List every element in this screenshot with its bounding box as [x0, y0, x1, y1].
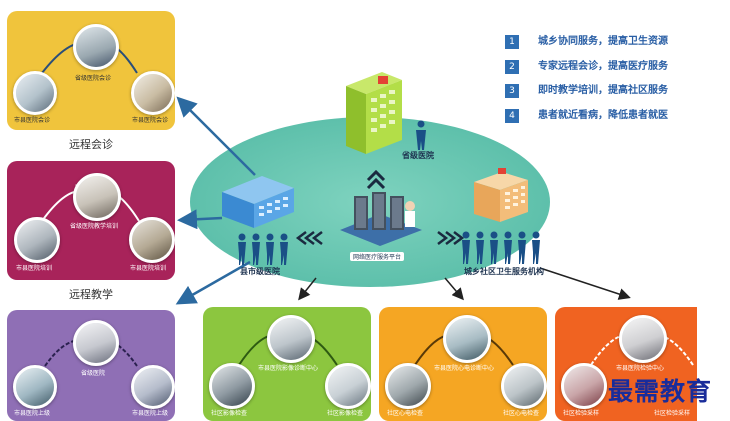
- consult-left-label: 市县医院会诊: [13, 117, 50, 124]
- legend-text: 患者就近看病，降低患者就医: [538, 110, 668, 121]
- lab-top-photo: [619, 315, 667, 363]
- arrow-to-lab: [539, 267, 631, 300]
- remote-consultation-panel: 省级医院会诊 市县医院会诊 市县医院会诊: [7, 11, 175, 130]
- community-staff-group-icon: [462, 231, 540, 264]
- community-label: 城乡社区卫生服务机构: [464, 267, 544, 276]
- remote-ward-panel: 省级医院 市县医院上级 市县医院上级: [7, 310, 175, 421]
- ward-left-photo: [13, 365, 57, 409]
- imaging-right-label: 社区影像检查: [326, 410, 363, 417]
- legend-item-3: 3 即时教学培训，提高社区服务: [505, 84, 705, 100]
- consult-right-photo: [131, 71, 175, 115]
- legend-number: 1: [505, 35, 519, 49]
- remote-teaching-panel: 省级医院教学培训 市县医院培训 市县医院培训: [7, 161, 175, 280]
- consult-caption: 远程会诊: [69, 138, 113, 151]
- community-building-icon: [474, 168, 528, 222]
- ecg-top-photo: [443, 315, 491, 363]
- imaging-top-label: 市县医院影像诊断中心: [257, 365, 318, 372]
- consult-top-photo: [73, 24, 119, 70]
- teach-top-photo: [73, 173, 121, 221]
- lab-top-label: 市县医院检验中心: [615, 365, 664, 372]
- legend-number: 4: [505, 109, 519, 123]
- server-rack-icon: [340, 192, 422, 246]
- legend-item-2: 2 专家远程会诊，提高医疗服务: [505, 60, 705, 76]
- teach-caption: 远程教学: [69, 288, 113, 301]
- provincial-hospital-building-icon: [346, 72, 402, 154]
- ecg-left-photo: [385, 363, 431, 409]
- provincial-hospital-label: 省级医院: [402, 151, 434, 160]
- county-hospital-label: 县市级医院: [240, 267, 280, 276]
- imaging-top-photo: [267, 315, 315, 363]
- imaging-left-photo: [209, 363, 255, 409]
- ecg-right-photo: [501, 363, 547, 409]
- county-staff-group-icon: [238, 233, 288, 265]
- ecg-left-label: 社区心电检查: [386, 410, 423, 417]
- provincial-doctor-icon: [416, 120, 426, 150]
- ward-right-label: 市县医院上级: [131, 410, 168, 417]
- teach-top-label: 省级医院教学培训: [69, 223, 118, 230]
- county-hospital-building-icon: [222, 176, 294, 228]
- ward-right-photo: [131, 365, 175, 409]
- network-platform-label: 网络医疗服务平台: [350, 252, 405, 261]
- teach-right-photo: [129, 217, 175, 263]
- legend-number: 3: [505, 84, 519, 98]
- ecg-panel: 市县医院心电诊断中心 社区心电检查 社区心电检查: [379, 307, 547, 421]
- arrow-to-ecg: [444, 277, 464, 301]
- lab-right-label: 社区检验采样: [653, 410, 690, 417]
- legend-item-4: 4 患者就近看病，降低患者就医: [505, 109, 705, 125]
- ecg-right-label: 社区心电检查: [502, 410, 539, 417]
- legend-text: 城乡协同服务，提高卫生资源: [538, 36, 668, 47]
- teach-left-label: 市县医院培训: [15, 265, 52, 272]
- ecg-top-label: 市县医院心电诊断中心: [433, 365, 494, 372]
- imaging-panel: 市县医院影像诊断中心 社区影像检查 社区影像检查: [203, 307, 371, 421]
- ward-top-photo: [73, 320, 119, 366]
- teach-left-photo: [14, 217, 60, 263]
- teach-right-label: 市县医院培训: [129, 265, 166, 272]
- lab-left-label: 社区检验采样: [562, 410, 599, 417]
- consult-top-label: 省级医院会诊: [74, 75, 111, 82]
- imaging-right-photo: [325, 363, 371, 409]
- ward-left-label: 市县医院上级: [13, 410, 50, 417]
- legend-text: 专家远程会诊，提高医疗服务: [538, 61, 668, 72]
- legend-text: 即时教学培训，提高社区服务: [538, 85, 668, 96]
- right-margin: [697, 0, 730, 421]
- consult-right-label: 市县医院会诊: [131, 117, 168, 124]
- ward-top-label: 省级医院: [80, 370, 105, 377]
- imaging-left-label: 社区影像检查: [210, 410, 247, 417]
- consult-left-photo: [13, 71, 57, 115]
- legend-item-1: 1 城乡协同服务，提高卫生资源: [505, 35, 705, 51]
- lab-panel: 市县医院检验中心 社区检验采样 社区检验采样: [555, 307, 697, 421]
- watermark-text: 最需教育: [608, 377, 713, 406]
- lab-left-photo: [561, 363, 607, 409]
- legend-number: 2: [505, 60, 519, 74]
